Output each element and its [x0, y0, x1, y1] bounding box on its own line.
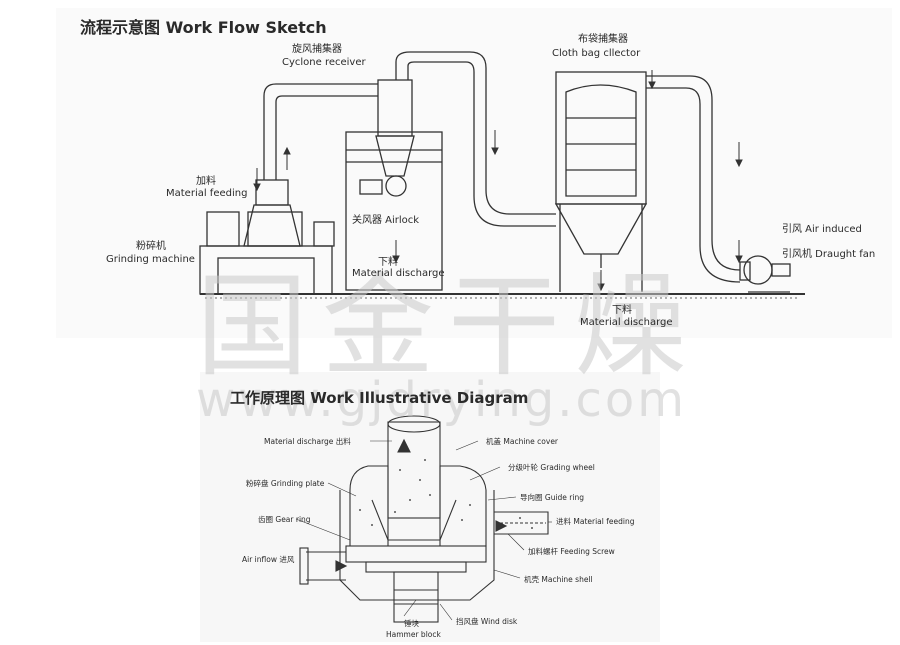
- flow-title: 流程示意图 Work Flow Sketch: [80, 18, 327, 37]
- label-material-discharge: Material discharge 出料: [264, 437, 351, 446]
- feed-label-en: Material feeding: [166, 188, 248, 199]
- bag-label-cn: 布袋捕集器: [578, 34, 628, 45]
- label-air-inflow: Air inflow 进风: [242, 555, 295, 564]
- label-machine-cover: 机盖 Machine cover: [486, 437, 559, 446]
- airlock-label: 关风器 Airlock: [352, 215, 420, 226]
- label-machine-shell: 机壳 Machine shell: [524, 575, 593, 584]
- discharge1-label-cn: 下料: [378, 257, 398, 268]
- bag-label-en: Cloth bag cllector: [552, 48, 641, 59]
- cyclone-label-cn: 旋风捕集器: [292, 44, 342, 55]
- grinding-machine: [199, 179, 335, 295]
- feed-label-cn: 加料: [196, 176, 216, 187]
- grind-label-cn: 粉碎机: [136, 241, 166, 252]
- flow-arrows: [253, 70, 743, 292]
- cloth-bag-collector: [554, 71, 648, 292]
- label-feeding-screw: 加料螺杆 Feeding Screw: [528, 547, 615, 556]
- discharge1-label-en: Material discharge: [352, 268, 445, 279]
- pipe-grinder-cyclone: [263, 83, 378, 180]
- work-title: 工作原理图 Work Illustrative Diagram: [230, 389, 529, 407]
- draught-fan-label: 引风机 Draught fan: [782, 249, 876, 260]
- label-wind-disk: 挡风盘 Wind disk: [456, 617, 518, 626]
- grind-label-en: Grinding machine: [106, 254, 195, 265]
- work-illustrative-diagram: [295, 415, 552, 623]
- label-gear-ring: 齿圈 Gear ring: [258, 515, 311, 524]
- label-guide-ring: 导向圈 Guide ring: [520, 493, 584, 502]
- discharge2-label-en: Material discharge: [580, 317, 673, 328]
- pipe-cyclone-bag: [395, 51, 556, 227]
- discharge2-label-cn: 下料: [612, 305, 632, 316]
- draught-fan: [739, 255, 791, 293]
- cyclone-label-en: Cyclone receiver: [282, 57, 366, 68]
- air-induced-label: 引风 Air induced: [782, 224, 862, 235]
- label-material-feeding: 进料 Material feeding: [556, 517, 635, 526]
- cyclone-receiver: [345, 79, 443, 291]
- label-grading-wheel: 分级叶轮 Grading wheel: [508, 463, 595, 472]
- label-hammer-en: Hammer block: [386, 630, 441, 639]
- pipe-bag-fan: [646, 75, 741, 283]
- label-hammer-cn: 锤块: [404, 619, 419, 628]
- label-grinding-plate: 粉碎盘 Grinding plate: [246, 479, 325, 488]
